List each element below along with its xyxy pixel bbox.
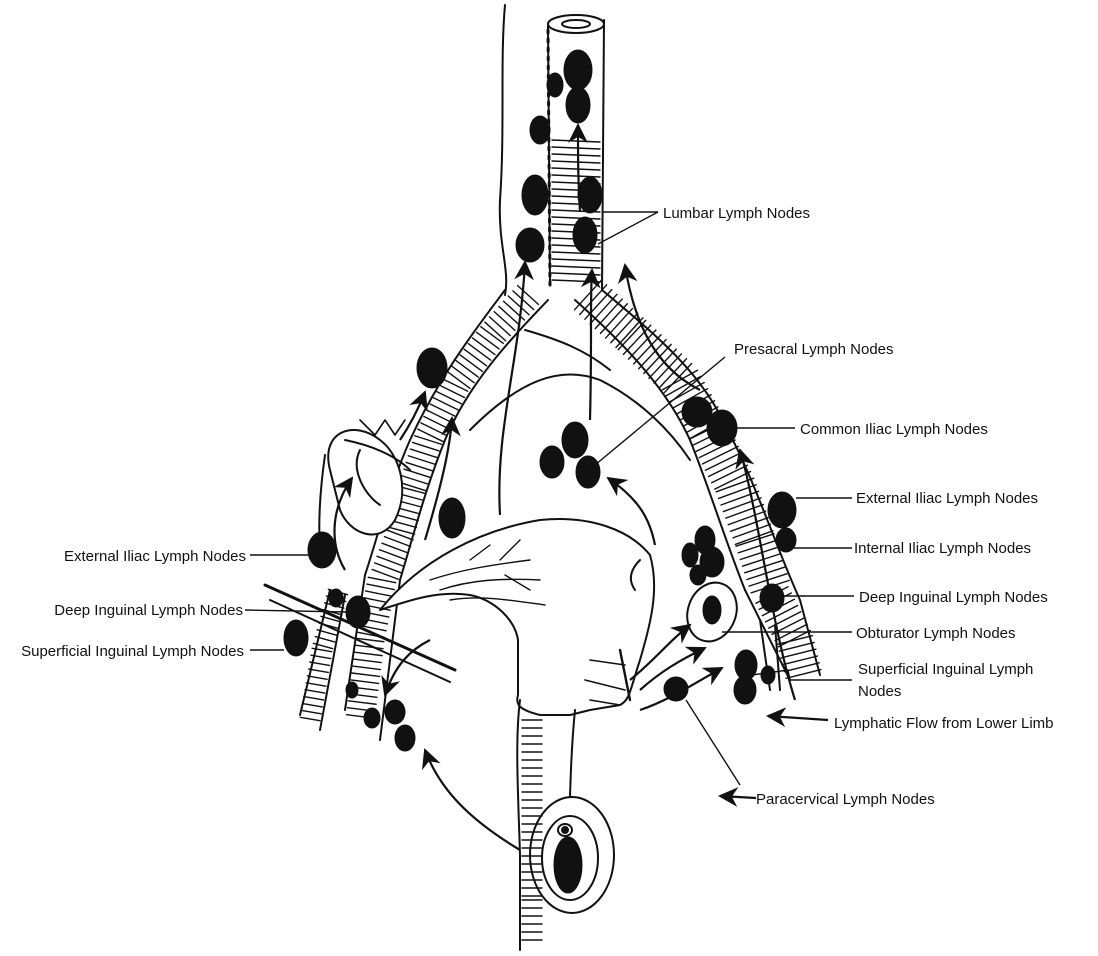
- left-common-up-arrow: [399, 390, 428, 441]
- bifurcation-crotch: [524, 329, 611, 371]
- right-common-up-arrow: [617, 263, 701, 391]
- cervix-to-inguinal-arrow: [421, 748, 521, 851]
- label-obturator: Obturator Lymph Nodes: [856, 625, 1016, 642]
- left-lumbar-up-arrow: [498, 260, 534, 516]
- uterus-to-presacral-arrow: [606, 476, 657, 546]
- aorta: [547, 14, 605, 291]
- label-presacral-nodes: Presacral Lymph Nodes: [734, 341, 894, 358]
- label-lumbar-nodes: Lumbar Lymph Nodes: [663, 205, 810, 222]
- label-superficial-inguinal-right: Superficial Inguinal Lymph Nodes: [858, 661, 1034, 700]
- broad-ligament-vessels: [429, 539, 546, 606]
- limb-flow-arrow: [766, 707, 829, 728]
- paracervical-to-obturator-arrow: [639, 646, 707, 691]
- label-external-iliac-left: External Iliac Lymph Nodes: [64, 548, 246, 565]
- uterus-to-obturator-arrow: [629, 623, 692, 681]
- flow-arrows: [333, 123, 797, 851]
- presacral-up-arrow: [580, 268, 601, 421]
- right-ext-up-arrow: [735, 448, 797, 701]
- vena-cava: [498, 4, 552, 296]
- lymph-nodes: [283, 49, 797, 894]
- pelvic-brim: [469, 373, 691, 461]
- label-paracervical: Paracervical Lymph Nodes: [756, 791, 935, 808]
- paracervical-pointer-arrow: [718, 787, 757, 807]
- lumbar-up-arrow: [568, 123, 588, 213]
- paracervical-to-inguinal-arrow: [639, 667, 724, 712]
- label-deep-inguinal-left: Deep Inguinal Lymph Nodes: [54, 602, 243, 619]
- label-external-iliac-right: External Iliac Lymph Nodes: [856, 490, 1038, 507]
- label-common-iliac-nodes: Common Iliac Lymph Nodes: [800, 421, 988, 438]
- label-deep-inguinal-right: Deep Inguinal Lymph Nodes: [859, 589, 1048, 606]
- paracervical-vessels: [584, 648, 632, 706]
- uterus: [379, 518, 656, 951]
- cervix-ring: [521, 719, 615, 941]
- uterus-to-inguinal-arrow: [381, 639, 431, 697]
- label-lymphatic-flow: Lymphatic Flow from Lower Limb: [834, 715, 1054, 732]
- label-superficial-inguinal-left: Superficial Inguinal Lymph Nodes: [21, 643, 244, 660]
- leader-lines: [244, 211, 854, 786]
- left-iliac-up-arrow: [423, 416, 461, 541]
- left-ext-up-arrow: [333, 476, 354, 571]
- label-internal-iliac: Internal Iliac Lymph Nodes: [854, 540, 1031, 557]
- left-ovary: [318, 419, 411, 551]
